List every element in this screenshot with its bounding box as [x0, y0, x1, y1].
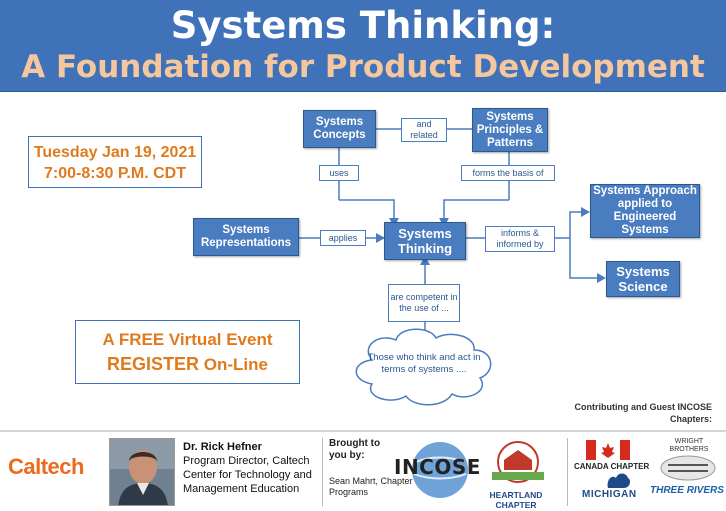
incose-logo: INCOSE [394, 455, 481, 479]
wright-brothers-label: WRIGHT BROTHERS [669, 438, 709, 453]
node-systems-concepts: Systems Concepts [303, 110, 376, 148]
speaker-name: Dr. Rick Hefner [183, 441, 262, 453]
incose-globe-icon [412, 442, 468, 498]
free-event-text: A FREE Virtual Event [102, 330, 273, 349]
event-time: 7:00-8:30 P.M. CDT [44, 165, 186, 182]
event-date: Tuesday Jan 19, 2021 [33, 144, 197, 161]
page-subtitle: A Foundation for Product Development [21, 49, 705, 85]
brought-to-you-by: Brought to you by: [329, 438, 381, 461]
cloud-text: Those who think and act in terms of syst… [367, 352, 481, 375]
title-banner: Systems Thinking: A Foundation for Produ… [0, 0, 726, 92]
rivers-text: RIVERS [686, 485, 724, 496]
biplane-icon [660, 455, 716, 481]
node-systems-science: Systems Science [606, 261, 680, 297]
heartland-chapter-label: HEARTLAND CHAPTER [489, 490, 543, 510]
register-link[interactable]: REGISTER [107, 354, 200, 374]
edge-label-competent: are competent in the use of ... [388, 284, 460, 322]
divider [322, 438, 323, 506]
online-text: On-Line [199, 355, 268, 374]
node-systems-principles: Systems Principles & Patterns [472, 108, 548, 152]
speaker-photo [109, 438, 175, 506]
three-rivers-label: THREE RIVERS [650, 485, 724, 496]
canada-flag-icon [586, 440, 630, 460]
node-systems-approach: Systems Approach applied to Engineered S… [590, 184, 700, 238]
node-systems-thinking: Systems Thinking [384, 222, 466, 260]
program-chair: Sean Mahrt, Chapter Programs [329, 476, 413, 497]
speaker-title: Program Director, Caltech Center for Tec… [183, 455, 312, 495]
contributing-chapters-label: Contributing and Guest INCOSE Chapters: [574, 402, 713, 424]
node-systems-representations: Systems Representations [193, 218, 299, 256]
event-date-box: Tuesday Jan 19, 2021 7:00-8:30 P.M. CDT [28, 136, 202, 188]
michigan-chapter-label: MICHIGAN [582, 489, 637, 500]
edge-label-applies: applies [320, 230, 366, 246]
speaker-portrait-icon [110, 439, 174, 505]
michigan-map-icon [607, 473, 631, 488]
three-text: THREE [650, 485, 684, 496]
divider [567, 438, 568, 506]
page-title: Systems Thinking: [170, 4, 556, 47]
edge-label-uses: uses [319, 165, 359, 181]
heartland-barn-icon [492, 441, 544, 483]
edge-label-informs: informs & informed by [485, 226, 555, 252]
edge-label-forms-basis: forms the basis of [461, 165, 555, 181]
register-line[interactable]: REGISTER On-Line [76, 352, 299, 377]
speaker-info: Dr. Rick Hefner Program Director, Caltec… [183, 440, 323, 496]
canada-chapter-label: CANADA CHAPTER [574, 462, 650, 471]
edge-label-and-related: and related [401, 118, 447, 142]
register-box[interactable]: A FREE Virtual Event REGISTER On-Line [75, 320, 300, 384]
caltech-logo: Caltech [8, 454, 84, 479]
